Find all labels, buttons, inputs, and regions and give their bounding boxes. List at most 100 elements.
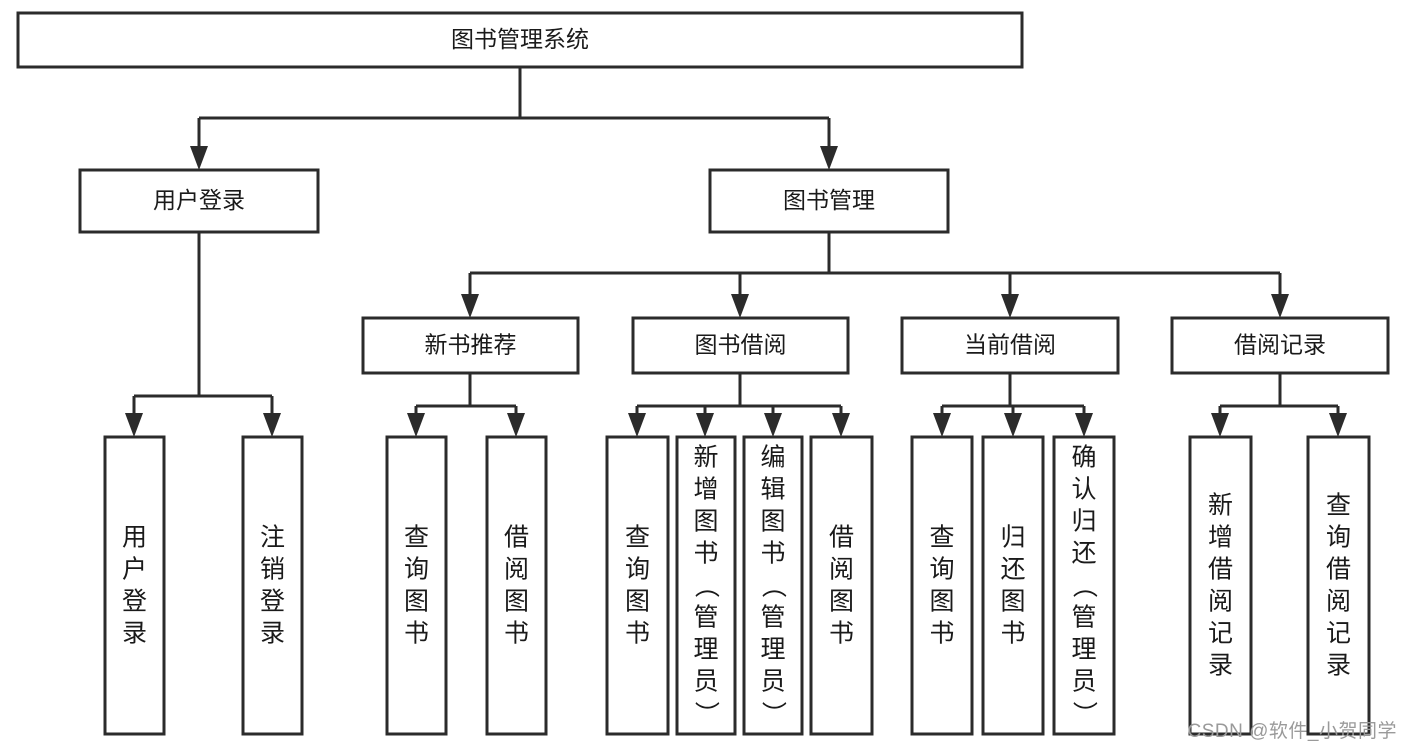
leaf-node-box[interactable] (742, 435, 804, 736)
svg-text:用: 用 (122, 524, 147, 552)
svg-text:管: 管 (693, 604, 718, 632)
svg-text:（: （ (759, 573, 787, 598)
arrow-head-icon (764, 413, 782, 437)
svg-text:增: 增 (693, 476, 718, 504)
svg-text:询: 询 (1326, 524, 1351, 552)
arrow-head-icon (1211, 413, 1229, 437)
leaf-node-box[interactable] (1306, 435, 1371, 736)
arrow-head-icon (1001, 294, 1019, 318)
arrow-head-icon (832, 413, 850, 437)
leaf-node-box[interactable] (605, 435, 670, 736)
arrow-head-icon (190, 146, 208, 170)
svg-text:理: 理 (760, 636, 785, 664)
svg-text:理: 理 (1071, 636, 1096, 664)
level2-node-box[interactable] (708, 168, 950, 234)
svg-text:图: 图 (760, 508, 785, 536)
svg-text:图: 图 (829, 588, 854, 616)
svg-text:阅: 阅 (504, 556, 529, 584)
svg-text:阅: 阅 (1326, 588, 1351, 616)
svg-text:）: ） (692, 701, 720, 726)
svg-text:（: （ (1070, 573, 1098, 598)
arrow-head-icon (461, 294, 479, 318)
svg-text:图: 图 (625, 588, 650, 616)
svg-text:理: 理 (693, 636, 718, 664)
svg-text:记: 记 (1326, 620, 1351, 648)
leaf-node-box[interactable] (675, 435, 737, 736)
arrow-head-icon (125, 413, 143, 437)
svg-text:户: 户 (122, 556, 147, 584)
svg-text:借: 借 (1326, 556, 1351, 584)
svg-text:管: 管 (1071, 604, 1096, 632)
leaf-node-box[interactable] (241, 435, 304, 736)
leaf-node-box[interactable] (1188, 435, 1253, 736)
arrow-head-icon (820, 146, 838, 170)
svg-text:借: 借 (504, 524, 529, 552)
leaf-node-box[interactable] (485, 435, 548, 736)
svg-text:登: 登 (260, 588, 285, 616)
level3-node-box[interactable] (900, 316, 1120, 375)
svg-text:借: 借 (829, 524, 854, 552)
leaf-node-box[interactable] (1052, 435, 1116, 736)
level3-node-box[interactable] (1170, 316, 1390, 375)
svg-text:询: 询 (625, 556, 650, 584)
svg-text:询: 询 (404, 556, 429, 584)
svg-text:图: 图 (693, 508, 718, 536)
svg-text:录: 录 (1208, 652, 1233, 680)
svg-text:销: 销 (260, 556, 285, 584)
leaf-node-box[interactable] (981, 435, 1045, 736)
svg-text:增: 增 (1208, 524, 1233, 552)
svg-text:图: 图 (1000, 588, 1025, 616)
node-box-layer (16, 11, 1390, 736)
svg-text:录: 录 (1326, 652, 1351, 680)
svg-text:归: 归 (1000, 524, 1025, 552)
svg-text:认: 认 (1071, 476, 1096, 504)
svg-text:归: 归 (1071, 508, 1096, 536)
level2-node-label: 图书管理 (783, 187, 875, 213)
arrow-head-icon (263, 413, 281, 437)
level3-node-box[interactable] (631, 316, 850, 375)
svg-text:）: ） (1070, 701, 1098, 726)
svg-text:录: 录 (122, 620, 147, 648)
connector-layer (125, 67, 1347, 437)
level3-node-label: 新书推荐 (425, 332, 517, 358)
svg-text:（: （ (692, 573, 720, 598)
svg-text:查: 查 (404, 524, 429, 552)
level2-node-box[interactable] (78, 168, 320, 234)
leaf-node-box[interactable] (103, 435, 166, 736)
svg-text:借: 借 (1208, 556, 1233, 584)
root-node-box[interactable] (16, 11, 1024, 69)
level2-node-label: 用户登录 (153, 187, 245, 213)
svg-text:编: 编 (760, 444, 785, 472)
svg-text:查: 查 (929, 524, 954, 552)
svg-text:还: 还 (1000, 556, 1025, 584)
svg-text:书: 书 (504, 620, 529, 648)
svg-text:书: 书 (625, 620, 650, 648)
svg-text:书: 书 (929, 620, 954, 648)
arrow-head-icon (407, 413, 425, 437)
leaf-node-box[interactable] (385, 435, 448, 736)
level3-node-box[interactable] (361, 316, 580, 375)
svg-text:查: 查 (1326, 492, 1351, 520)
svg-text:新: 新 (1208, 492, 1233, 520)
svg-text:书: 书 (760, 540, 785, 568)
svg-text:员: 员 (760, 668, 785, 696)
arrow-head-icon (507, 413, 525, 437)
arrow-head-icon (1271, 294, 1289, 318)
svg-text:图: 图 (404, 588, 429, 616)
svg-text:查: 查 (625, 524, 650, 552)
level3-node-label: 当前借阅 (964, 332, 1056, 358)
leaf-node-box[interactable] (910, 435, 974, 736)
arrow-head-icon (933, 413, 951, 437)
svg-text:阅: 阅 (829, 556, 854, 584)
leaf-node-box[interactable] (809, 435, 874, 736)
svg-text:录: 录 (260, 620, 285, 648)
svg-text:新: 新 (693, 444, 718, 472)
